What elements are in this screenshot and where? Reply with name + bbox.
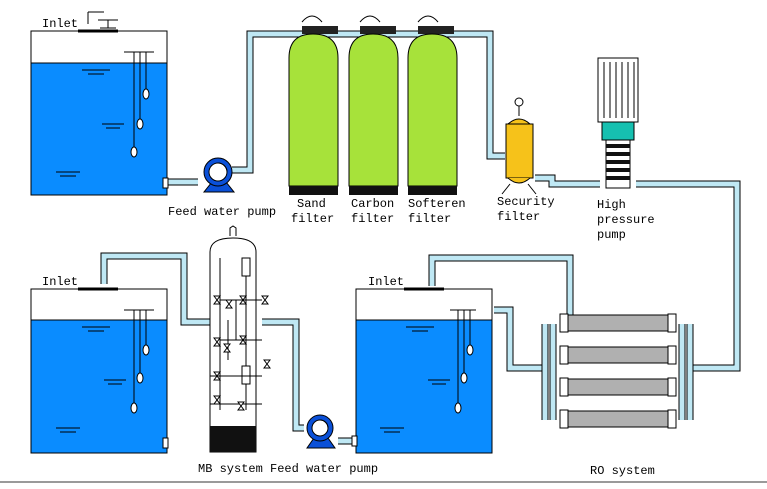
valve-icon [213, 295, 271, 411]
ro-water-tank: Inlet [351, 275, 493, 454]
carbon-filter [348, 15, 399, 195]
high-pressure-pump [597, 57, 639, 189]
float-switch-icon [124, 309, 154, 414]
ro-membrane [559, 409, 677, 429]
hp-pump-label-1: High [597, 198, 626, 212]
inlet-label-top: Inlet [42, 17, 78, 31]
sand-filter-label-2: filter [291, 212, 334, 226]
carbon-filter-label-2: filter [351, 212, 394, 226]
softener-filter-label-2: filter [408, 212, 451, 226]
ro-system [541, 313, 694, 429]
ro-membrane [559, 377, 677, 397]
softener-filter-label-1: Softeren [408, 197, 466, 211]
security-filter-label-1: Security [497, 195, 555, 209]
pressure-gauge-icon [514, 97, 524, 107]
water-level-marks [56, 69, 124, 177]
feed-pump-label-top: Feed water pump [168, 205, 276, 219]
motor-icon [597, 57, 639, 141]
ro-membrane [559, 313, 677, 333]
security-filter-label-2: filter [497, 210, 540, 224]
hp-pump-label-2: pressure [597, 213, 655, 227]
feed-pump-label-bottom: Feed water pump [270, 462, 378, 476]
mb-system [209, 225, 271, 453]
hp-pump-label-3: pump [597, 228, 626, 242]
float-switch-icon [450, 309, 476, 414]
ro-system-label: RO system [590, 464, 655, 478]
feed-pump-icon [306, 414, 336, 449]
ro-membrane [559, 345, 677, 365]
float-switch-icon [124, 51, 154, 158]
mb-system-label: MB system [198, 462, 263, 476]
raw-water-tank: Inlet [30, 11, 169, 196]
carbon-filter-label-1: Carbon [351, 197, 394, 211]
inlet-label-bottom-left: Inlet [42, 275, 78, 289]
feed-pump-icon [202, 157, 236, 193]
inlet-label-bottom-mid: Inlet [368, 275, 404, 289]
sand-filter-label-1: Sand [297, 197, 326, 211]
security-filter [501, 97, 537, 195]
sand-filter [288, 15, 339, 195]
pure-water-tank: Inlet [30, 275, 169, 454]
softener-filter [407, 15, 458, 195]
inlet-valve-icon [87, 11, 118, 29]
